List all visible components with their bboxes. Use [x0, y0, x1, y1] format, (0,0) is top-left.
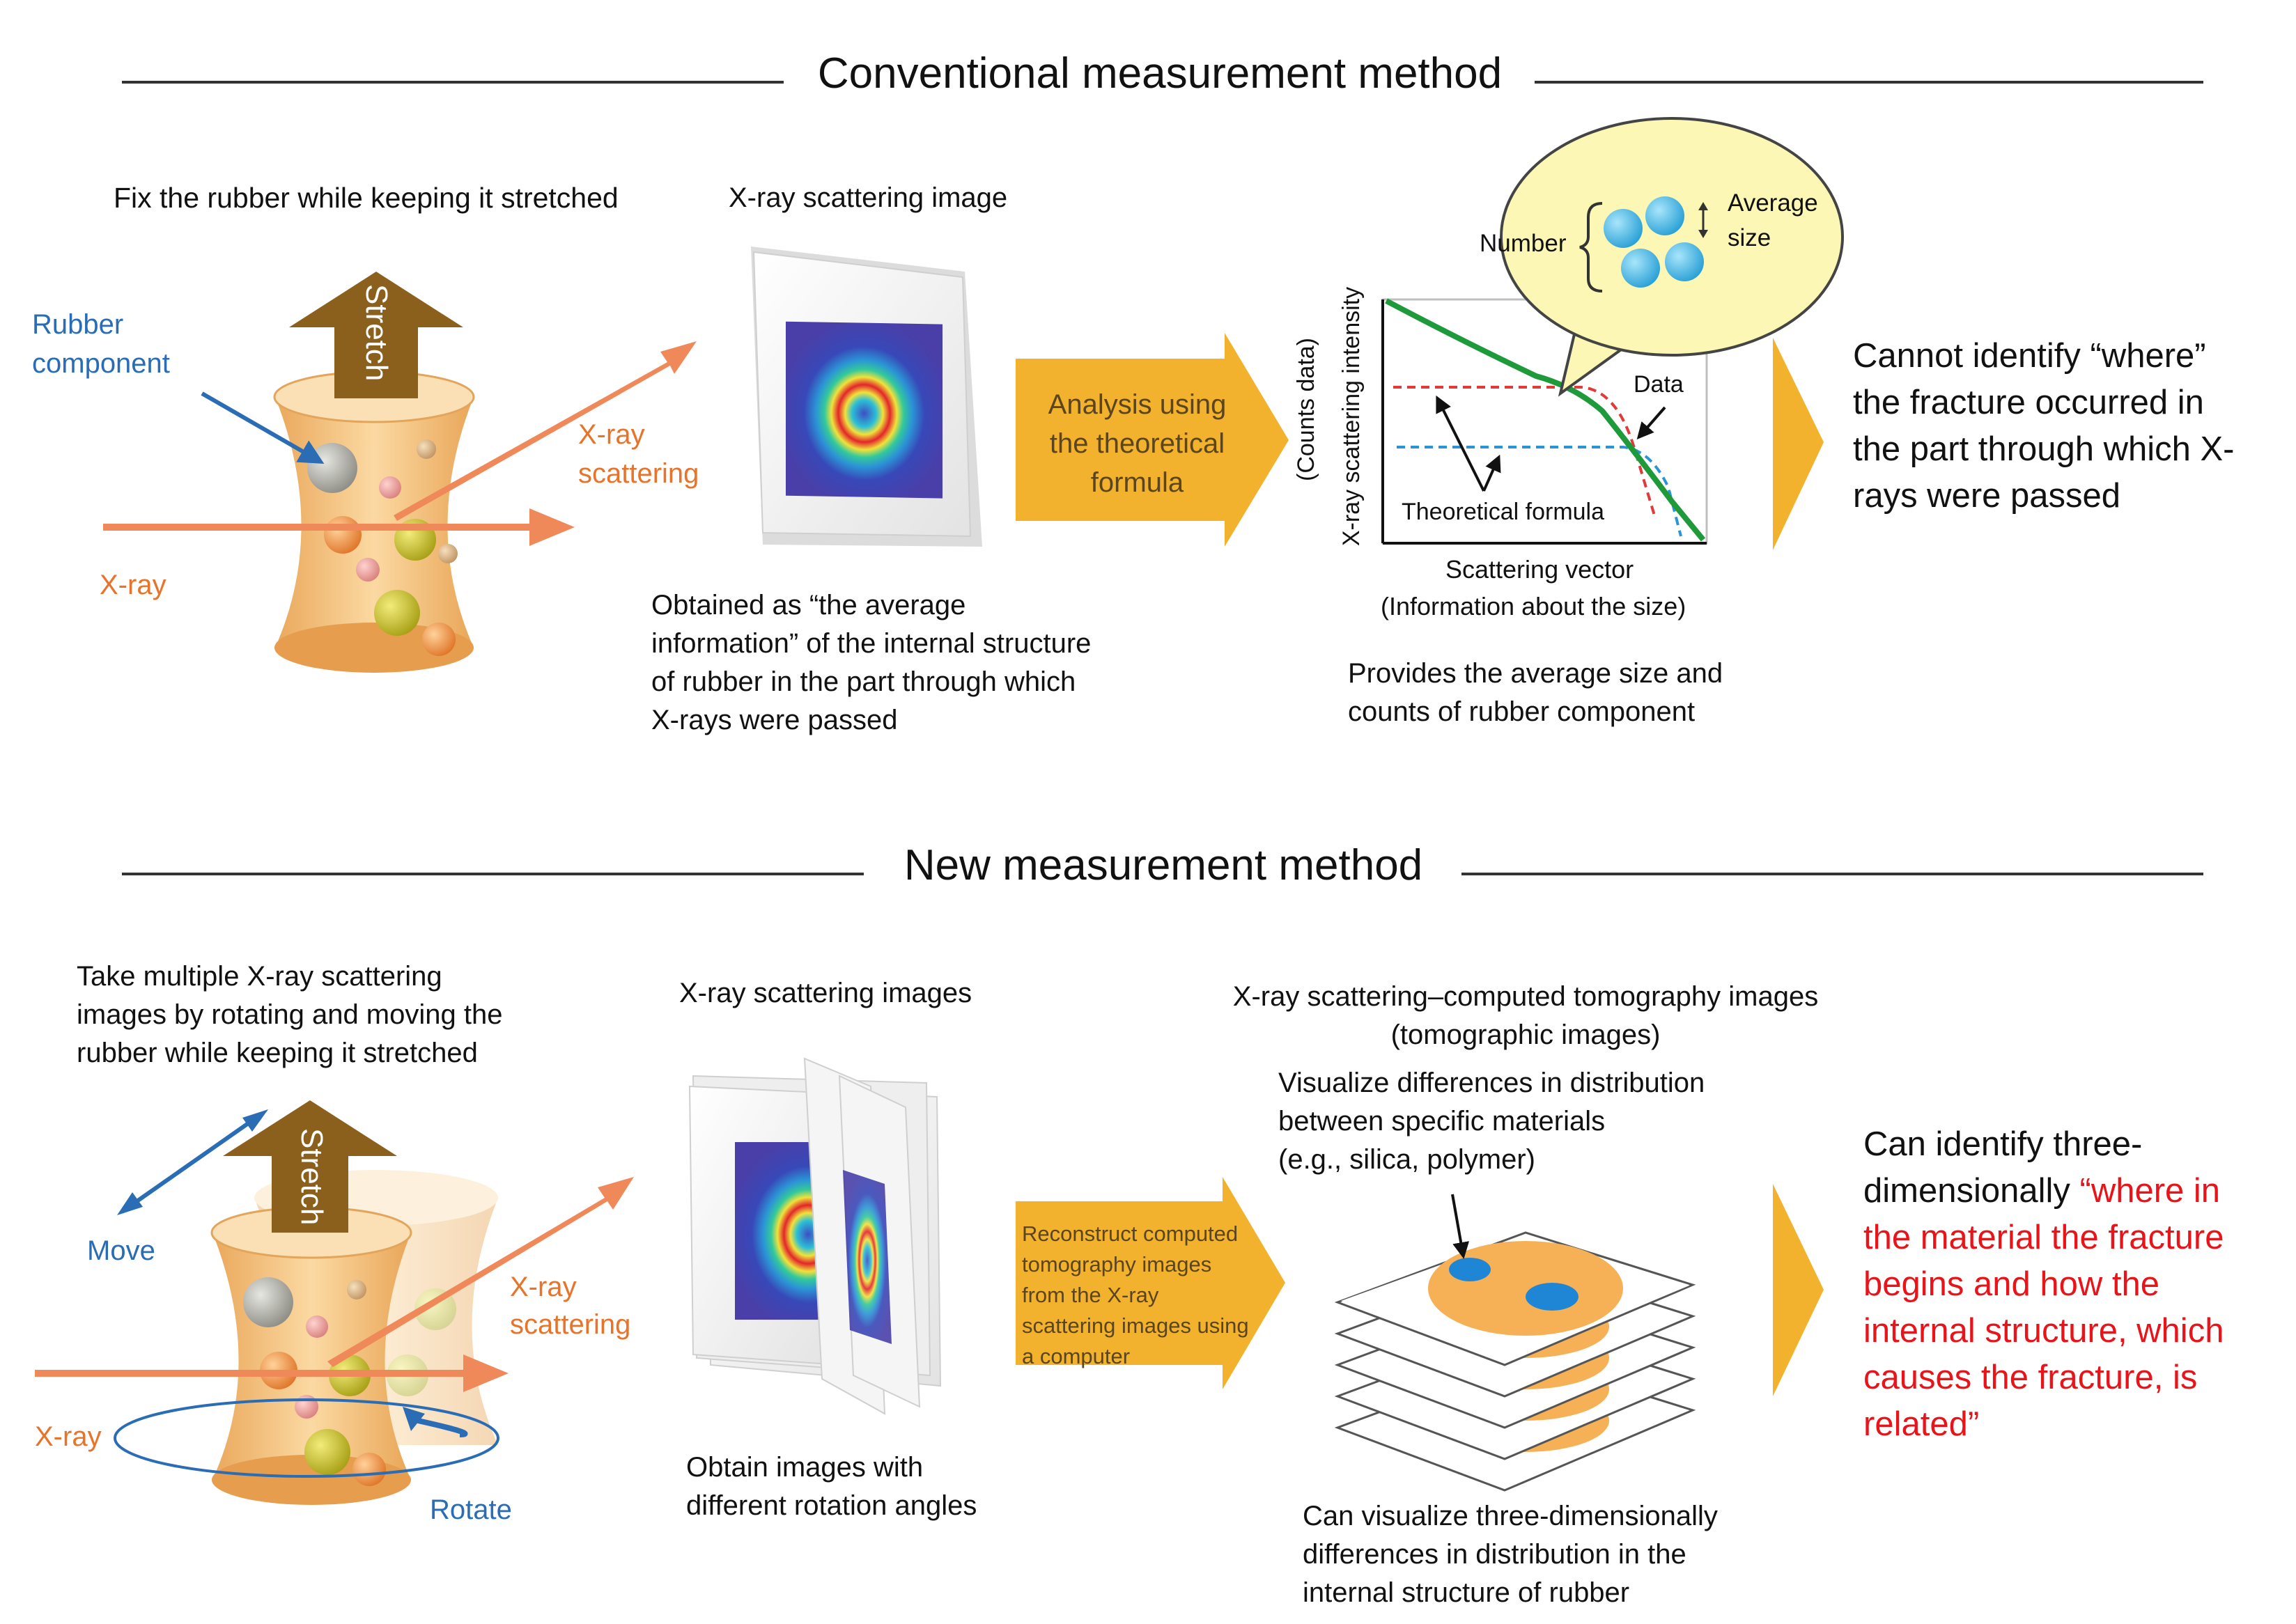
move-label: Move: [87, 1235, 155, 1266]
can-visualize-line-2: differences in distribution in the: [1303, 1539, 1686, 1570]
ct-title-line-2: (tomographic images): [1390, 1020, 1661, 1050]
top-xray-label: X-ray: [100, 570, 166, 600]
bottom-conclusion-red-4: internal structure, which: [1863, 1312, 2224, 1350]
top-xray-beam: [103, 508, 575, 546]
reconstruct-line-3: from the X-ray: [1022, 1283, 1159, 1307]
bottom-xray-label: X-ray: [35, 1421, 102, 1452]
obtained-line-1: Obtained as “the average: [651, 590, 966, 620]
bottom-title-rules: [122, 873, 2203, 875]
graph-xlabel-2: (Information about the size): [1381, 592, 1686, 620]
bottom-reconstruct-arrow: [1016, 1177, 1285, 1389]
bubble-number-label: Number: [1480, 230, 1567, 257]
obtain-line-1: Obtain images with: [686, 1452, 924, 1483]
top-scatter-ray: [394, 341, 697, 521]
bottom-rotate-arrow: [114, 1398, 499, 1478]
take-line-1: Take multiple X-ray scattering: [77, 961, 442, 992]
graph-ylabel-2: X-ray scattering intensity: [1338, 286, 1365, 547]
bottom-conclusion-line-2: dimensionally “where in: [1863, 1168, 2281, 1215]
bottom-conclusion-red-2: the material the fracture: [1863, 1219, 2224, 1256]
obtained-line-2: information” of the internal structure: [651, 628, 1092, 659]
top-conclusion-line-1: Cannot identify “where”: [1853, 337, 2206, 375]
provides-line-1: Provides the average size and: [1348, 658, 1723, 689]
bottom-stretch-label: Stretch: [295, 1128, 329, 1226]
top-stretch-arrow: [289, 272, 463, 398]
top-rubber-component-pointer: [201, 391, 325, 464]
bottom-conclusion-red-6: related”: [1863, 1405, 1980, 1443]
reconstruct-line-1: Reconstruct computed: [1022, 1221, 1239, 1246]
reconstruct-line-5: a computer: [1022, 1344, 1131, 1368]
reconstruct-arrow-text: Reconstruct computed tomography images f…: [1022, 1219, 1273, 1372]
reconstruct-line-4: scattering images using: [1022, 1313, 1249, 1338]
top-stretch-label: Stretch: [359, 284, 394, 382]
analysis-line-2: the theoretical: [1049, 428, 1225, 459]
top-conclusion-line-4: rays were passed: [1853, 477, 2121, 515]
bottom-scatter-ray: [327, 1177, 634, 1367]
visualize-differences-text: Visualize differences in distribution be…: [1278, 1064, 1780, 1179]
fix-rubber-text: Fix the rubber while keeping it stretche…: [114, 182, 619, 214]
can-visualize-text: Can visualize three-dimensionally differ…: [1303, 1497, 1804, 1612]
bottom-move-arrow: [117, 1109, 268, 1215]
take-images-text: Take multiple X-ray scattering images by…: [77, 958, 578, 1072]
scatter-image-title: X-ray scattering image: [729, 182, 1008, 213]
bubble-average-label: Average: [1728, 189, 1818, 217]
top-conclusion-line-3: the part through which X-: [1853, 430, 2235, 468]
bubble-size-label: size: [1728, 224, 1771, 251]
bottom-conclusion: Can identify three- dimensionally “where…: [1863, 1121, 2281, 1448]
top-conclusion-chevron: [1773, 338, 1824, 550]
bottom-scatter-image-stack: [688, 1057, 942, 1415]
reconstruct-line-2: tomography images: [1022, 1252, 1212, 1276]
graph-xlabel-1: Scattering vector: [1445, 555, 1634, 584]
top-conclusion-line-2: the fracture occurred in: [1853, 384, 2204, 421]
top-speech-bubble: [1500, 117, 1844, 397]
visualize-line-3: (e.g., silica, polymer): [1278, 1144, 1535, 1175]
bottom-conclusion-black-2: dimensionally: [1863, 1172, 2080, 1210]
graph-ylabel-1: (Counts data): [1293, 338, 1319, 481]
rubber-component-label-1: Rubber: [32, 309, 124, 340]
top-scatter-image-card: [751, 247, 982, 547]
graph-theory-label: Theoretical formula: [1402, 499, 1605, 525]
obtained-line-4: X-rays were passed: [651, 705, 898, 735]
can-visualize-line-1: Can visualize three-dimensionally: [1303, 1501, 1718, 1531]
top-rubber-cylinder: [273, 370, 475, 673]
provides-line-2: counts of rubber component: [1348, 696, 1696, 727]
visualize-line-2: between specific materials: [1278, 1106, 1606, 1137]
bottom-xray-scattering-label-1: X-ray: [510, 1272, 577, 1302]
visualize-line-1: Visualize differences in distribution: [1278, 1068, 1705, 1098]
bottom-conclusion-red-1: “where in: [2079, 1172, 2221, 1210]
obtained-line-3: of rubber in the part through which: [651, 666, 1076, 697]
rubber-component-label-2: component: [32, 348, 170, 379]
bottom-xray-scattering-label-2: scattering: [510, 1309, 631, 1340]
bottom-conclusion-red-5: causes the fracture, is: [1863, 1359, 2198, 1396]
analysis-line-1: Analysis using: [1048, 389, 1227, 420]
bottom-conclusion-line-1: Can identify three-: [1863, 1125, 2143, 1163]
obtain-line-2: different rotation angles: [686, 1490, 977, 1521]
provides-text: Provides the average size and counts of …: [1348, 655, 1780, 731]
bottom-section-title: New measurement method: [903, 841, 1423, 889]
take-line-3: rubber while keeping it stretched: [77, 1038, 478, 1068]
can-visualize-line-3: internal structure of rubber: [1303, 1577, 1630, 1608]
top-section-title: Conventional measurement method: [817, 49, 1503, 97]
bottom-xray-beam: [35, 1354, 509, 1392]
ct-title-line-1: X-ray scattering–computed tomography ima…: [1232, 981, 1819, 1012]
bottom-conclusion-chevron: [1773, 1184, 1824, 1396]
top-title-rules: [122, 81, 2203, 84]
graph-data-label: Data: [1634, 371, 1684, 398]
analysis-line-3: formula: [1090, 467, 1184, 498]
bottom-stretch-arrow: [223, 1100, 397, 1233]
rotate-label: Rotate: [430, 1494, 512, 1525]
bottom-conclusion-red-3: begins and how the: [1863, 1265, 2159, 1303]
take-line-2: images by rotating and moving the: [77, 999, 503, 1030]
top-conclusion: Cannot identify “where” the fracture occ…: [1853, 333, 2285, 520]
obtained-text: Obtained as “the average information” of…: [651, 586, 1153, 740]
analysis-arrow-text: Analysis using the theoretical formula: [1021, 385, 1254, 502]
bottom-rubber-cylinder: [210, 1206, 412, 1505]
top-xray-scattering-label-2: scattering: [578, 458, 699, 489]
top-xray-scattering-label-1: X-ray: [578, 419, 645, 450]
scatter-images-title: X-ray scattering images: [679, 978, 972, 1008]
top-analysis-arrow: [1016, 333, 1289, 547]
bottom-tomographic-slices: [1334, 1194, 1696, 1492]
obtain-images-text: Obtain images with different rotation an…: [686, 1449, 1048, 1525]
